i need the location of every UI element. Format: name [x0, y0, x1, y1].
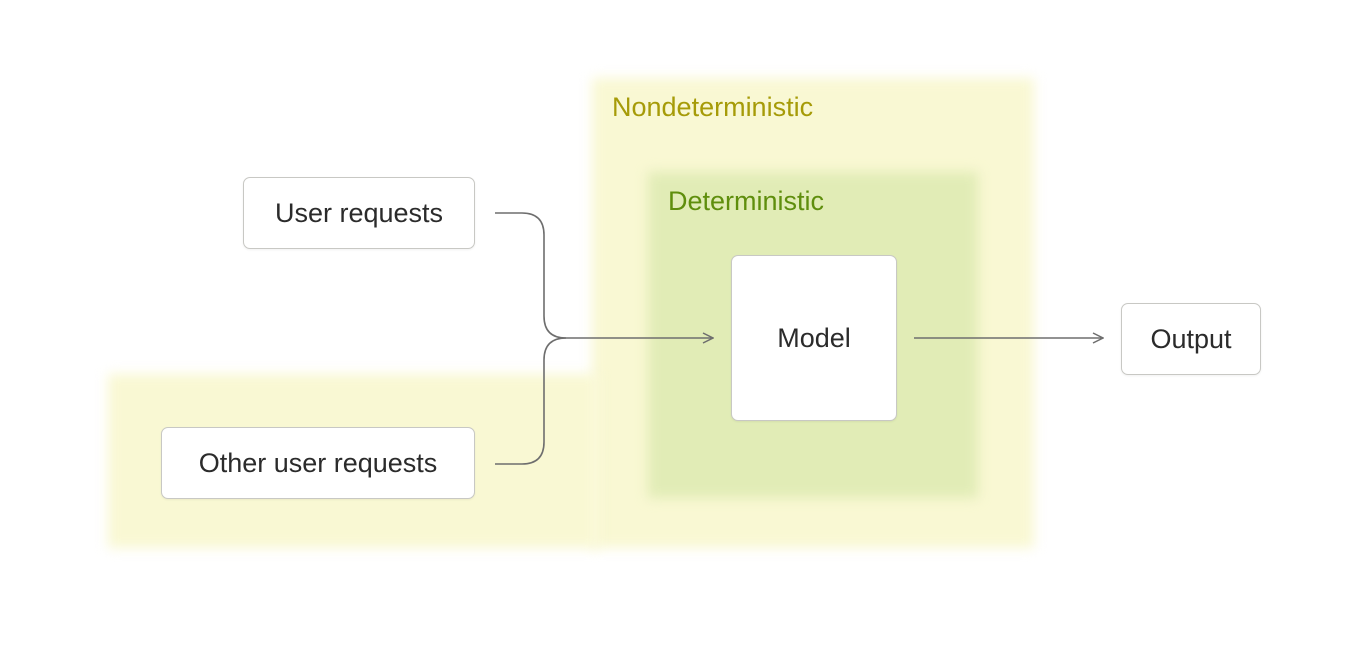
other-user-requests-node: Other user requests	[161, 427, 475, 499]
nondeterministic-label: Nondeterministic	[612, 92, 814, 122]
deterministic-label: Deterministic	[668, 186, 825, 216]
model-node: Model	[731, 255, 897, 421]
other-user-requests-label: Other user requests	[198, 447, 438, 478]
connector-user-requests	[495, 212, 567, 339]
user-requests-label: User requests	[274, 197, 444, 228]
output-label: Output	[1150, 323, 1232, 354]
output-node: Output	[1121, 303, 1261, 375]
model-label: Model	[777, 322, 851, 353]
user-requests-node: User requests	[243, 177, 475, 249]
